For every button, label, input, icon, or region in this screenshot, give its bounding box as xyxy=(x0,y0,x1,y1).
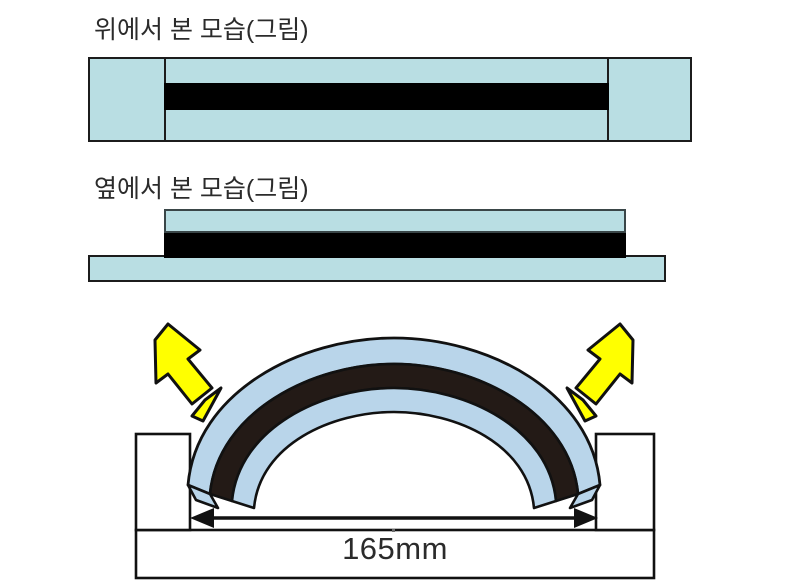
dimension-arrowhead-right xyxy=(574,508,598,528)
dimension-center-tick xyxy=(392,529,395,532)
top-view-figure xyxy=(88,57,692,142)
top-view-black-strip xyxy=(164,83,609,110)
right-arrow-body xyxy=(574,322,635,406)
right-support-block xyxy=(594,432,656,532)
bending-test-svg xyxy=(134,322,656,580)
span-dimension-arrow xyxy=(190,508,598,532)
left-arrow-tail-bar xyxy=(190,386,223,423)
arched-specimen xyxy=(186,336,602,510)
arch-right-leg-tip xyxy=(568,483,602,510)
bending-test-figure xyxy=(0,300,790,582)
right-force-arrow xyxy=(565,322,635,423)
arch-left-leg-tip xyxy=(186,483,220,510)
support-base-slab xyxy=(134,528,656,580)
side-view-caption: 옆에서 본 모습(그림) xyxy=(94,175,309,203)
span-dimension-label: 165mm xyxy=(342,531,448,566)
right-arrow-tail-bar xyxy=(565,386,598,423)
dimension-arrowhead-left xyxy=(190,508,214,528)
arch-lower-blue-band xyxy=(230,386,558,510)
left-arrow-body xyxy=(153,322,214,406)
top-view-caption: 위에서 본 모습(그림) xyxy=(94,16,309,44)
side-view-figure xyxy=(88,208,692,284)
support-frame xyxy=(134,432,656,580)
side-view-top-layer xyxy=(164,209,626,233)
side-view-base-layer xyxy=(88,255,666,282)
left-force-arrow xyxy=(153,322,223,423)
side-view-black-layer xyxy=(164,232,626,258)
left-support-block xyxy=(134,432,192,532)
